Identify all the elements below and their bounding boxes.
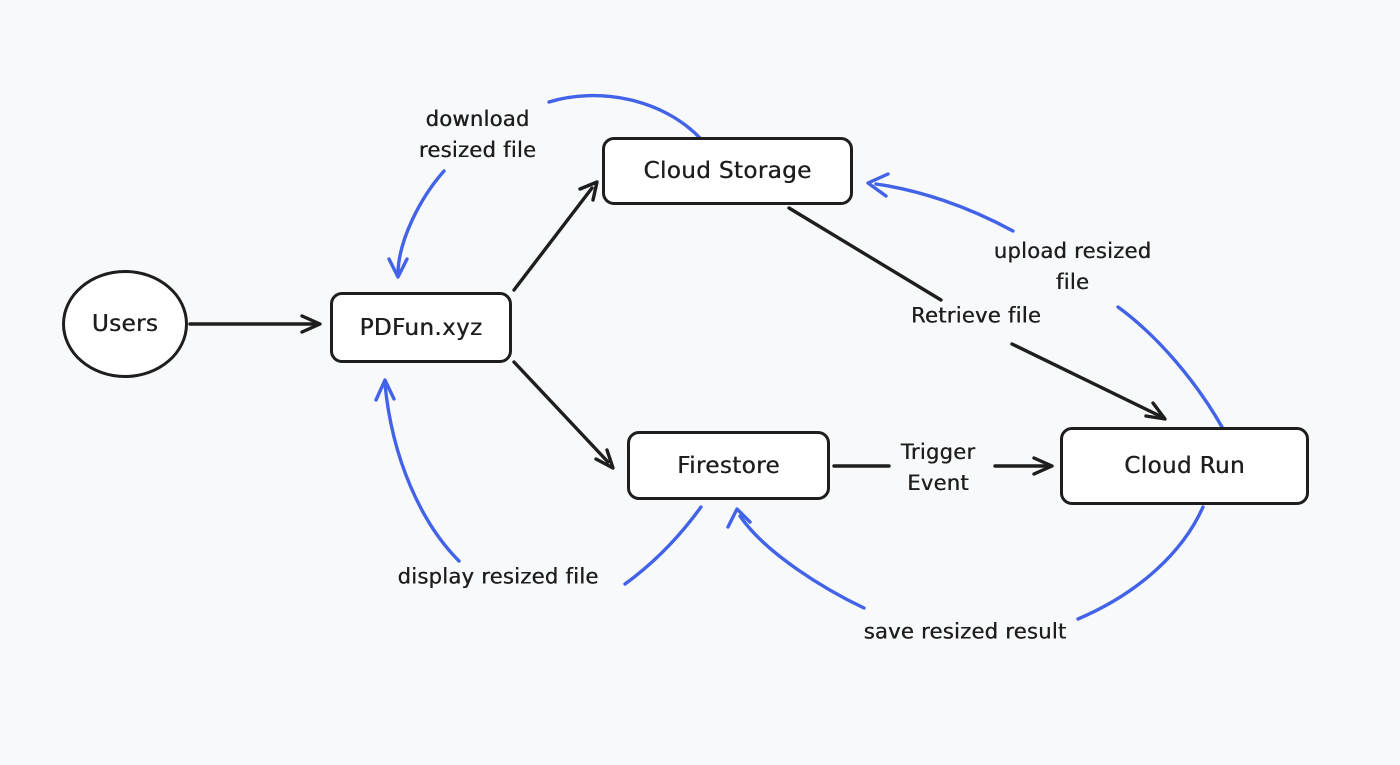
edge-line [512,186,594,292]
edge-line [1116,305,1224,429]
arrowhead-icon [374,378,396,402]
edge-line [1076,505,1205,621]
edge-line [874,182,1015,233]
arrowhead-icon [387,257,409,279]
edge-pdfun-to-firestore [512,360,615,470]
arrowhead-icon [594,448,615,470]
edge-cloud-run-to-firestore [726,505,1205,621]
edge-line [512,360,610,464]
node-users: Users [62,270,188,378]
edge-label-display-resized-file: display resized file [397,564,599,589]
edge-label-retrieve-file: Retrieve file [910,303,1042,328]
edge-label-save-resized-result: save resized result [863,619,1067,644]
arrowhead-icon [726,507,752,529]
edge-cloud-storage-to-pdfun [387,93,703,279]
edge-pdfun-to-cloud-storage [512,180,599,292]
arrowhead-icon [578,180,599,202]
edge-line [383,382,461,563]
arrowhead-icon [300,314,322,334]
edge-cloud-storage-to-cloud-run [787,206,1167,421]
arrowhead-icon [1144,401,1167,421]
node-pdfun-xyz: PDFun.xyz [330,292,512,363]
edge-firestore-to-pdfun [374,378,703,586]
edge-users-to-pdfun [188,314,322,334]
edge-label-upload-resized-file: upload resized file [993,239,1152,294]
edge-line [547,93,703,141]
edge-firestore-to-cloud-run [832,456,1054,476]
edge-label-download-resized-file: download resized file [418,107,537,162]
edge-line [738,514,866,610]
edge-line [623,505,703,586]
edge-label-trigger-event: Trigger Event [900,440,976,495]
node-firestore: Firestore [627,431,830,500]
edge-line [787,206,943,302]
arrowhead-icon [1032,456,1054,476]
node-cloud-storage: Cloud Storage [602,137,853,205]
edge-line [1010,342,1162,418]
edge-cloud-run-to-cloud-storage [866,172,1224,429]
edge-line [396,169,446,274]
node-cloud-run: Cloud Run [1060,427,1309,505]
arrowhead-icon [866,172,890,198]
